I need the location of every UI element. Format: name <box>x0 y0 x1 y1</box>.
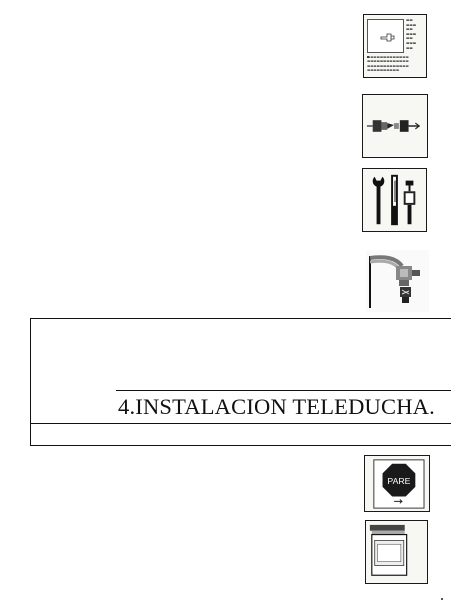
shower-connector-thumbnail <box>362 94 428 158</box>
wrench-and-tools-icon <box>372 174 416 226</box>
stop-sign-icon: PARE <box>373 459 425 509</box>
tools-thumbnail <box>362 168 427 232</box>
stop-sign-thumbnail: PARE <box>364 455 430 512</box>
leaflet-bottom-text: ▬▬▬▬▬▬▬▬▬▬▬▬▬▬▬▬▬▬▬▬▬▬▬▬▬▬▬▬▬▬▬▬▬▬▬▬▬▬▬▬… <box>367 55 409 73</box>
section-title: 4.INSTALACION TELEDUCHA. <box>118 394 435 419</box>
leaflet-side-text: ▬▬▬▬▬▬▬▬▬▬▬▬▬▬▬▬▬ <box>406 18 417 50</box>
shower-mixer-thumbnail <box>366 250 429 312</box>
shower-mixer-fitting-icon <box>369 255 420 308</box>
scan-speck <box>367 56 369 58</box>
instruction-leaflet-thumbnail: ▬▬▬▬▬▬▬▬▬▬▬▬▬▬▬▬▬ ▬▬▬▬▬▬▬▬▬▬▬▬▬▬▬▬▬▬▬▬▬▬… <box>363 14 427 78</box>
instruction-leaflet-icon <box>367 19 404 53</box>
title-rule-bottom <box>30 423 451 424</box>
document-sheet-thumbnail <box>365 520 428 584</box>
stop-sign-text: PARE <box>387 476 410 486</box>
scan-speck <box>441 598 443 600</box>
section-title-frame <box>30 318 451 446</box>
shower-connector-icon <box>366 120 421 132</box>
title-rule-top <box>116 390 451 391</box>
document-sheet-icon <box>369 524 408 576</box>
